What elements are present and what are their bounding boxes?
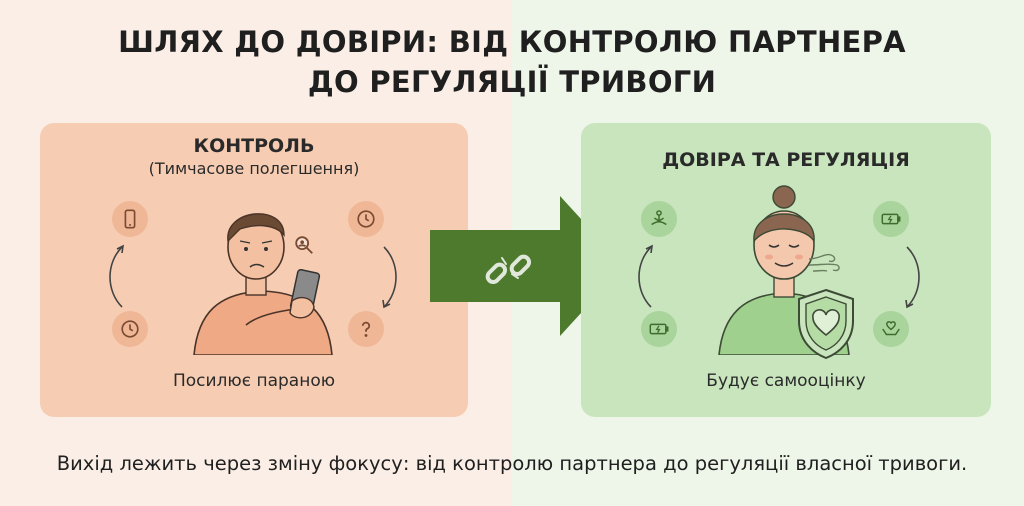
- breath-icon: [808, 253, 840, 272]
- cycle-arrow-right: [905, 246, 920, 309]
- title-line-2: ДО РЕГУЛЯЦІЇ ТРИВОГИ: [307, 65, 717, 99]
- heart-shield-icon: [798, 288, 854, 360]
- cycle-arrow-left: [109, 244, 125, 308]
- control-caption: Посилює параною: [172, 371, 336, 391]
- battery-charging-icon: [641, 311, 677, 347]
- footer-statement: Вихід лежить через зміну фокусу: від кон…: [56, 452, 968, 475]
- trust-caption: Будує самооцінку: [706, 371, 866, 391]
- control-panel: КОНТРОЛЬ (Тимчасове полегшення) Посилює: [40, 123, 468, 417]
- cycle-arrow-left: [638, 244, 654, 308]
- calm-person-illustration: [718, 185, 850, 355]
- cycle-arrow-right: [382, 246, 397, 309]
- trust-panel: ДОВІРА ТА РЕГУЛЯЦІЯ Будує само: [581, 123, 991, 417]
- worried-person-illustration: [193, 213, 333, 355]
- question-icon: [348, 311, 384, 347]
- title-line-1: ШЛЯХ ДО ДОВІРИ: ВІД КОНТРОЛЮ ПАРТНЕРА: [118, 25, 906, 59]
- control-heading: КОНТРОЛЬ: [193, 135, 315, 157]
- phone-icon: [112, 201, 148, 237]
- clock-icon: [348, 201, 384, 237]
- broken-chain-icon: [485, 254, 532, 285]
- trust-heading: ДОВІРА ТА РЕГУЛЯЦІЯ: [662, 149, 910, 171]
- battery-charging-icon: [873, 201, 909, 237]
- control-subheading: (Тимчасове полегшення): [148, 159, 360, 178]
- meditation-icon: [641, 201, 677, 237]
- heart-hands-icon: [873, 311, 909, 347]
- magnifier-icon: [288, 229, 320, 261]
- clock-icon: [112, 311, 148, 347]
- page-title: ШЛЯХ ДО ДОВІРИ: ВІД КОНТРОЛЮ ПАРТНЕРА ДО…: [0, 22, 1024, 102]
